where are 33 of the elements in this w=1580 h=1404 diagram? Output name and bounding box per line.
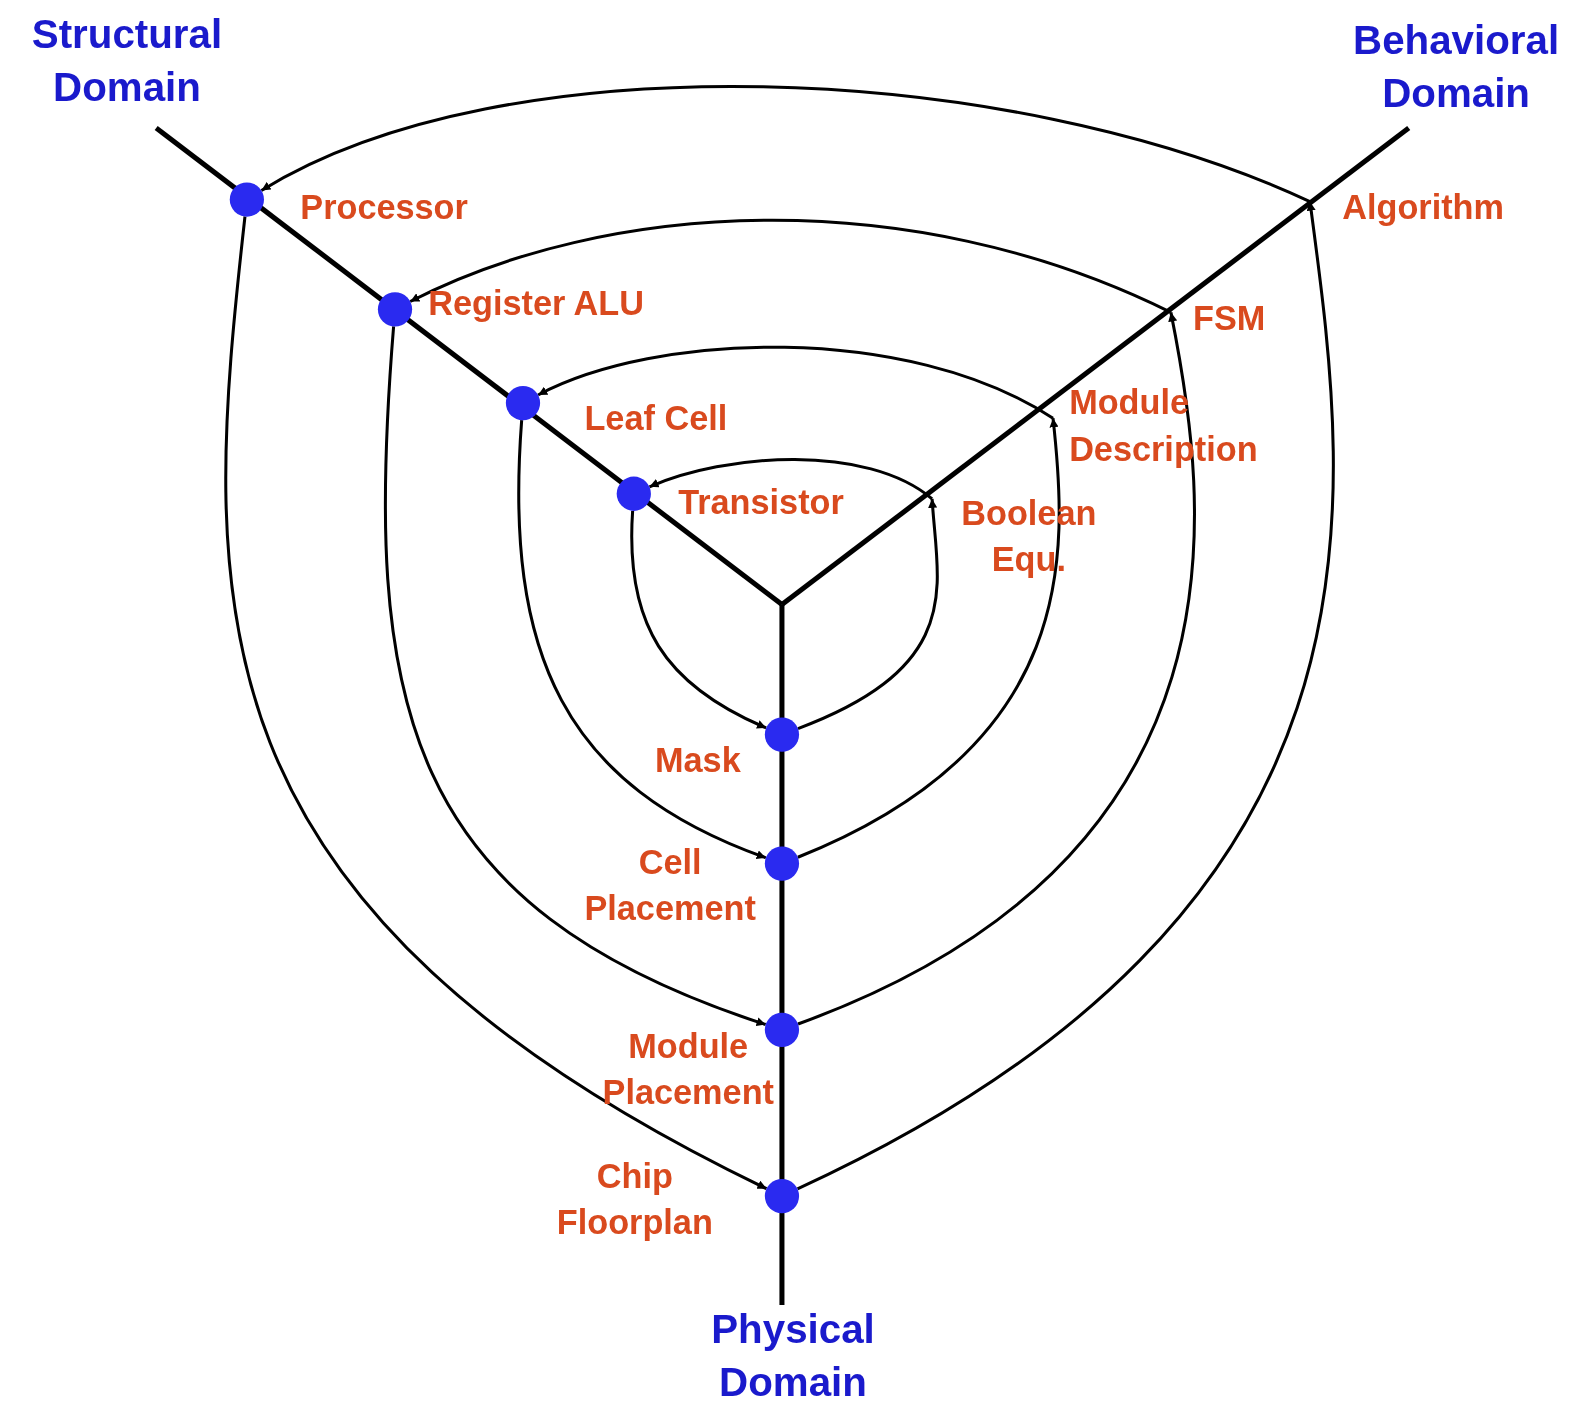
arrow — [796, 201, 1335, 1191]
arrow — [630, 510, 767, 730]
dot-marker — [764, 1178, 800, 1214]
node-label: Chip Floorplan — [555, 1155, 714, 1244]
arrow — [797, 312, 1196, 1026]
arrow — [797, 498, 939, 730]
node-label: FSM — [1170, 294, 1266, 341]
arrow — [409, 218, 1172, 314]
dot-marker — [377, 292, 413, 327]
node-label: Register ALU — [428, 283, 644, 325]
node-label: Leaf Cell — [584, 398, 728, 440]
node-label: Cell Placement — [584, 841, 756, 930]
arrow — [224, 216, 768, 1190]
arrow — [648, 458, 933, 501]
arrow — [383, 326, 767, 1026]
domain-title: Behavioral Domain — [1352, 17, 1561, 117]
arrow — [260, 85, 1311, 203]
dot-marker — [616, 476, 651, 511]
dot-marker — [764, 717, 800, 752]
dot-marker — [764, 846, 800, 881]
arrow — [537, 345, 1054, 420]
domain-title: Physical Domain — [710, 1305, 876, 1404]
node-label: Algorithm — [1309, 183, 1504, 230]
node-label: Mask — [655, 739, 741, 781]
arrow — [797, 418, 1061, 859]
node-label: Processor — [300, 186, 468, 228]
node-label: Module Placement — [602, 1025, 774, 1114]
dot-marker — [505, 385, 541, 421]
node-label: Transistor — [678, 481, 844, 523]
dot-marker — [229, 182, 264, 217]
dot-marker — [764, 1012, 800, 1047]
arrow — [517, 420, 767, 860]
domain-title: Structural Domain — [30, 11, 224, 111]
